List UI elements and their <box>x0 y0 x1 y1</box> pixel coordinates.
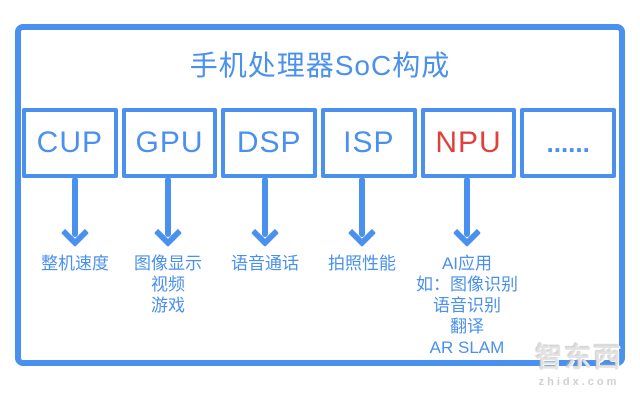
watermark: 智东西 zhidx.com <box>529 336 629 388</box>
soc-block-ellipsis: ...... <box>520 108 617 178</box>
function-label-npu: AI应用 如：图像识别 语音识别 翻译 AR SLAM <box>392 253 542 358</box>
soc-block-dsp: DSP <box>221 108 318 178</box>
arrow-head-icon <box>153 218 183 248</box>
down-arrow-dsp <box>250 177 280 251</box>
down-arrow-isp <box>347 177 377 251</box>
soc-block-label: DSP <box>236 126 302 159</box>
function-label-isp: 拍照性能 <box>287 253 437 274</box>
soc-block-label: NPU <box>435 126 502 159</box>
function-line: 图像显示 <box>134 254 202 273</box>
function-line: 游戏 <box>151 296 185 315</box>
function-label-gpu: 图像显示 视频 游戏 <box>93 253 243 316</box>
soc-block-npu: NPU <box>420 108 517 178</box>
function-line: 如：图像识别 <box>416 275 518 294</box>
arrow-tail <box>262 177 268 237</box>
watermark-logo: 智东西 <box>535 343 623 373</box>
arrow-tail <box>72 177 78 237</box>
arrow-tail <box>359 177 365 237</box>
down-arrow-npu <box>452 177 482 251</box>
arrow-head-icon <box>60 218 90 248</box>
diagram-title: 手机处理器SoC构成 <box>189 50 451 81</box>
arrow-head-icon <box>250 218 280 248</box>
soc-block-label: ISP <box>343 126 395 159</box>
watermark-url: zhidx.com <box>538 376 620 388</box>
soc-outer-frame <box>15 24 625 366</box>
soc-block-row: CUP GPU DSP ISP NPU ...... <box>22 108 617 178</box>
function-line: 整机速度 <box>41 254 109 273</box>
function-line: AR SLAM <box>429 338 505 357</box>
function-line: 视频 <box>151 275 185 294</box>
down-arrow-cup <box>60 177 90 251</box>
ellipsis-dots: ...... <box>546 127 590 158</box>
function-line: AI应用 <box>441 254 493 273</box>
soc-block-label: CUP <box>36 126 103 159</box>
soc-block-isp: ISP <box>321 108 417 178</box>
function-label-cup: 整机速度 <box>0 253 150 274</box>
function-line: 拍照性能 <box>328 254 396 273</box>
soc-block-cup: CUP <box>22 108 118 178</box>
function-line: 语音通话 <box>231 254 299 273</box>
arrow-tail <box>464 177 470 237</box>
arrow-head-icon <box>452 218 482 248</box>
down-arrow-gpu <box>153 177 183 251</box>
soc-block-label: GPU <box>135 126 204 159</box>
function-line: 语音识别 <box>433 296 501 315</box>
arrow-head-icon <box>347 218 377 248</box>
soc-block-gpu: GPU <box>121 108 218 178</box>
function-line: 翻译 <box>450 317 484 336</box>
function-label-dsp: 语音通话 <box>190 253 340 274</box>
arrow-tail <box>165 177 171 237</box>
